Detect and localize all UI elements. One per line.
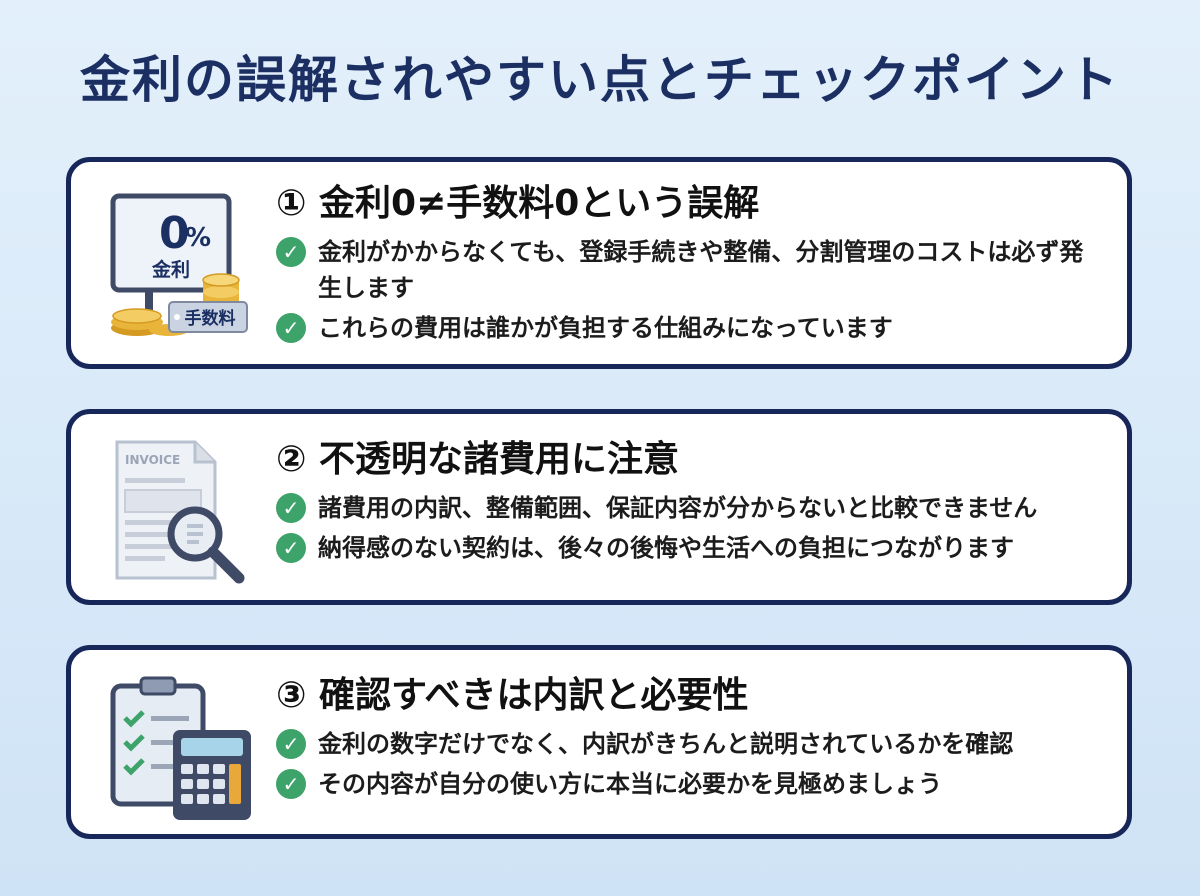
check-point: ✓ 諸費用の内訳、整備範囲、保証内容が分からないと比較できません bbox=[276, 490, 1107, 526]
card-opaque-fees: INVOICE ② 不透明な諸費用に注意 ✓ 諸費用の内訳、整備範囲、保証内容が… bbox=[66, 409, 1132, 605]
check-point-text: 納得感のない契約は、後々の後悔や生活への負担につながります bbox=[318, 534, 1014, 562]
check-circle-icon: ✓ bbox=[276, 533, 306, 563]
invoice-label: INVOICE bbox=[125, 453, 180, 467]
check-point-text: 金利がかからなくても、登録手続きや整備、分割管理のコストは必ず発生します bbox=[318, 238, 1084, 302]
page-title: 金利の誤解されやすい点とチェックポイント bbox=[80, 51, 1120, 109]
card-number: ① bbox=[276, 183, 307, 224]
check-circle-icon: ✓ bbox=[276, 769, 306, 799]
card-number: ② bbox=[276, 439, 307, 480]
card-heading-text: 金利0≠手数料0という誤解 bbox=[319, 183, 760, 224]
check-point-text: 金利の数字だけでなく、内訳がきちんと説明されているかを確認 bbox=[318, 730, 1014, 758]
check-point-text: これらの費用は誰かが負担する仕組みになっています bbox=[318, 314, 893, 342]
check-circle-icon: ✓ bbox=[276, 729, 306, 759]
card-number: ③ bbox=[276, 675, 307, 716]
card-heading: ① 金利0≠手数料0という誤解 bbox=[276, 182, 1107, 226]
sign-percent: % bbox=[185, 223, 211, 253]
checklist-calculator-icon bbox=[107, 672, 257, 822]
sign-zero: 0 bbox=[159, 208, 190, 259]
check-point: ✓ その内容が自分の使い方に本当に必要かを見極めましょう bbox=[276, 766, 1107, 802]
check-circle-icon: ✓ bbox=[276, 493, 306, 523]
invoice-magnifier-icon: INVOICE bbox=[107, 438, 257, 586]
check-circle-icon: ✓ bbox=[276, 313, 306, 343]
check-point: ✓ 納得感のない契約は、後々の後悔や生活への負担につながります bbox=[276, 530, 1107, 566]
card-check-breakdown: ③ 確認すべきは内訳と必要性 ✓ 金利の数字だけでなく、内訳がきちんと説明されて… bbox=[66, 645, 1132, 839]
card-zero-interest-misconception: 0 % 金利 手数料 ① 金利0≠手数料0という誤解 ✓ 金利がかからなくても、… bbox=[66, 157, 1132, 369]
card-heading: ③ 確認すべきは内訳と必要性 bbox=[276, 674, 1107, 718]
check-point-text: その内容が自分の使い方に本当に必要かを見極めましょう bbox=[318, 770, 942, 798]
check-point-text: 諸費用の内訳、整備範囲、保証内容が分からないと比較できません bbox=[318, 494, 1038, 522]
fee-tag-label: 手数料 bbox=[185, 308, 236, 329]
card-heading: ② 不透明な諸費用に注意 bbox=[276, 438, 1107, 482]
card-heading-text: 確認すべきは内訳と必要性 bbox=[319, 675, 749, 716]
check-point: ✓ 金利がかからなくても、登録手続きや整備、分割管理のコストは必ず発生します bbox=[276, 234, 1107, 306]
card-heading-text: 不透明な諸費用に注意 bbox=[319, 439, 680, 480]
zero-percent-sign-coins-icon: 0 % 金利 手数料 bbox=[107, 192, 257, 340]
check-point: ✓ これらの費用は誰かが負担する仕組みになっています bbox=[276, 310, 1107, 346]
check-circle-icon: ✓ bbox=[276, 237, 306, 267]
check-point: ✓ 金利の数字だけでなく、内訳がきちんと説明されているかを確認 bbox=[276, 726, 1107, 762]
sign-label: 金利 bbox=[151, 258, 190, 281]
